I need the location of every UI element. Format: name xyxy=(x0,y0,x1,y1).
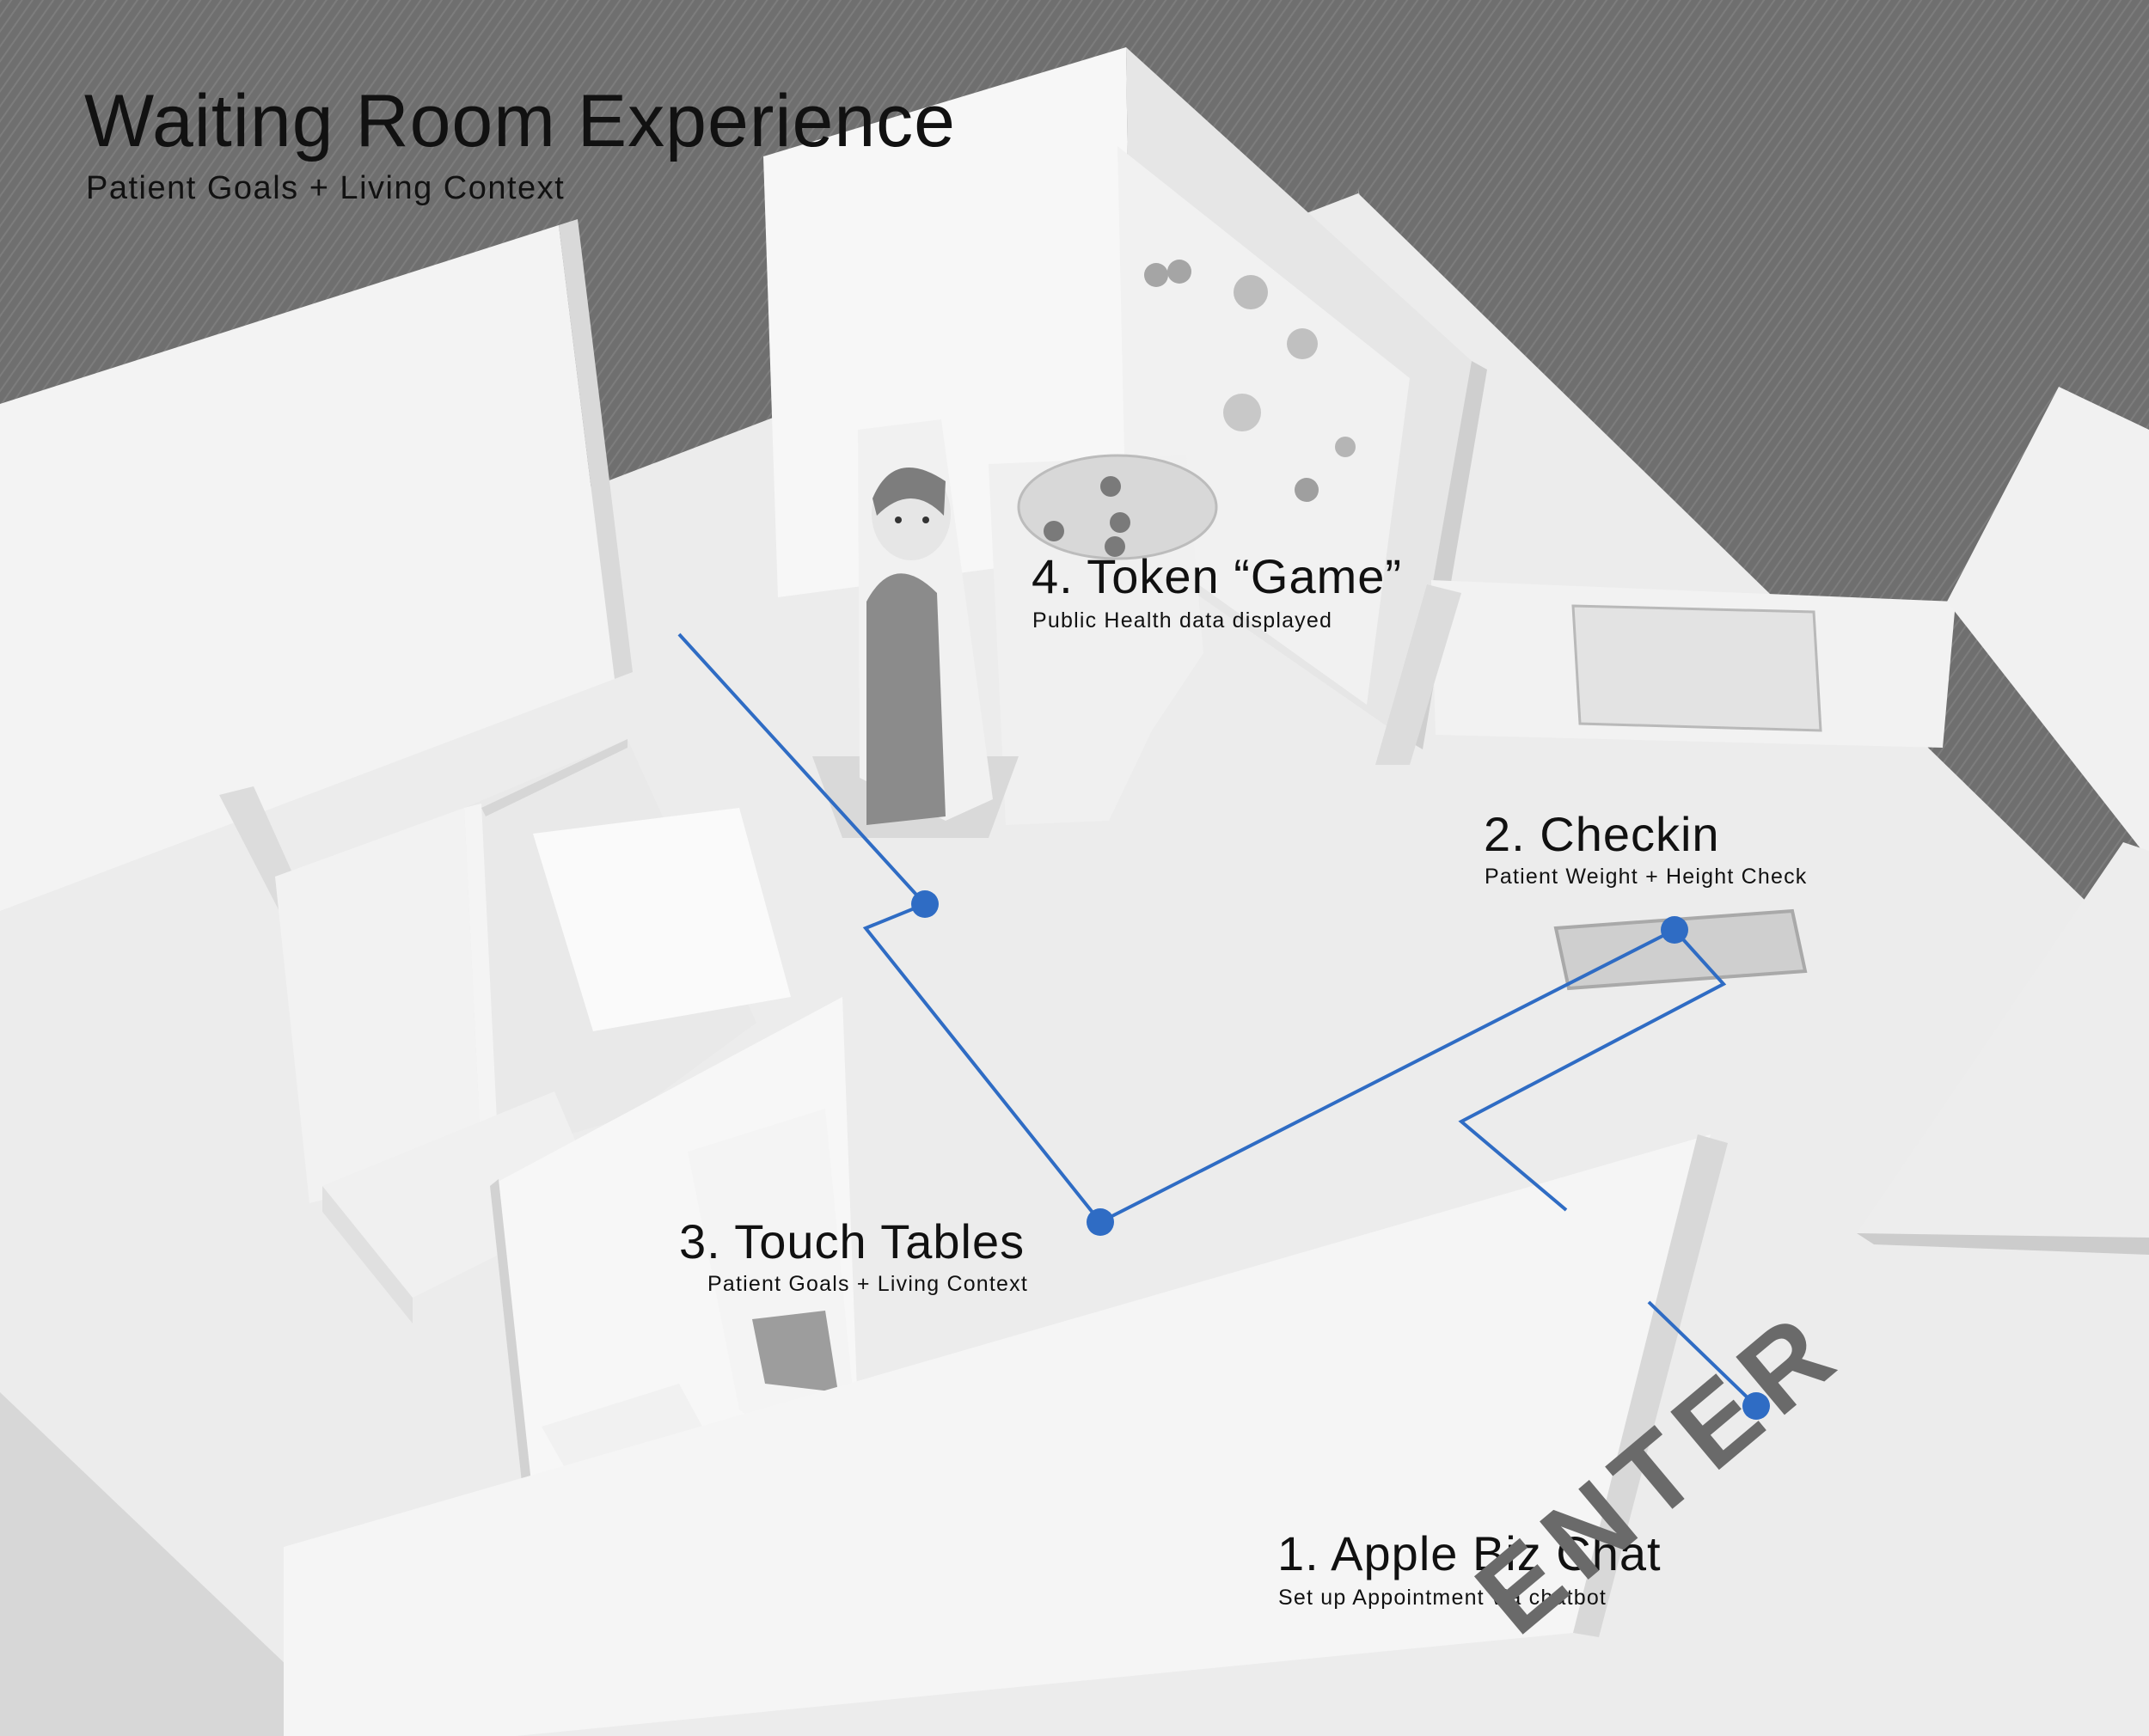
right-wall-front xyxy=(1857,842,2149,1238)
entrance-wall xyxy=(284,1134,1711,1736)
path-segment-tables-to-game xyxy=(862,902,1102,1224)
step-3-subtitle: Patient Goals + Living Context xyxy=(707,1272,1028,1296)
back-wall-center xyxy=(763,47,1133,597)
path-segment-entry xyxy=(1647,1300,1758,1408)
path-marker-enter xyxy=(1742,1392,1770,1420)
floor-front-edge xyxy=(0,1392,361,1736)
token-piece xyxy=(1100,476,1121,497)
checkin-floor-mat xyxy=(1553,908,1808,991)
person-cutout xyxy=(812,419,1019,838)
entrance-wall-top-edge xyxy=(1573,1134,1728,1637)
checkin-screen xyxy=(1571,604,1822,732)
right-wall-back xyxy=(1947,387,2149,859)
step-1-title: 1. Apple Biz Chat xyxy=(1277,1526,1662,1580)
right-wall-edge xyxy=(1857,1233,2149,1255)
journey-path xyxy=(677,633,1758,1408)
path-marker-token-game xyxy=(911,890,939,918)
path-marker-touch-tables xyxy=(1087,1208,1114,1236)
token-piece xyxy=(1044,521,1064,541)
token-game-board xyxy=(1017,454,1218,560)
step-3-title: 3. Touch Tables xyxy=(679,1214,1026,1268)
path-marker-checkin xyxy=(1661,916,1688,944)
step-4-title: 4. Token “Game” xyxy=(1032,549,1403,603)
left-wall-edge xyxy=(559,219,633,679)
step-2-title: 2. Checkin xyxy=(1484,807,1720,861)
path-segment-entry-to-checkin xyxy=(1458,928,1727,1212)
checkin-counter-support xyxy=(1375,584,1461,765)
token-piece xyxy=(1110,512,1130,533)
step-4-subtitle: Public Health data displayed xyxy=(1032,608,1333,633)
path-segment-game-tail xyxy=(677,633,927,906)
page-title: Waiting Room Experience xyxy=(84,80,957,162)
left-wall xyxy=(0,225,615,911)
step-1-subtitle: Set up Appointment via chatbot xyxy=(1278,1586,1607,1610)
page-subtitle: Patient Goals + Living Context xyxy=(86,170,566,206)
path-segment-checkin-to-tables xyxy=(1099,928,1675,1224)
token-piece xyxy=(1105,536,1125,557)
step-2-subtitle: Patient Weight + Height Check xyxy=(1485,865,1808,889)
